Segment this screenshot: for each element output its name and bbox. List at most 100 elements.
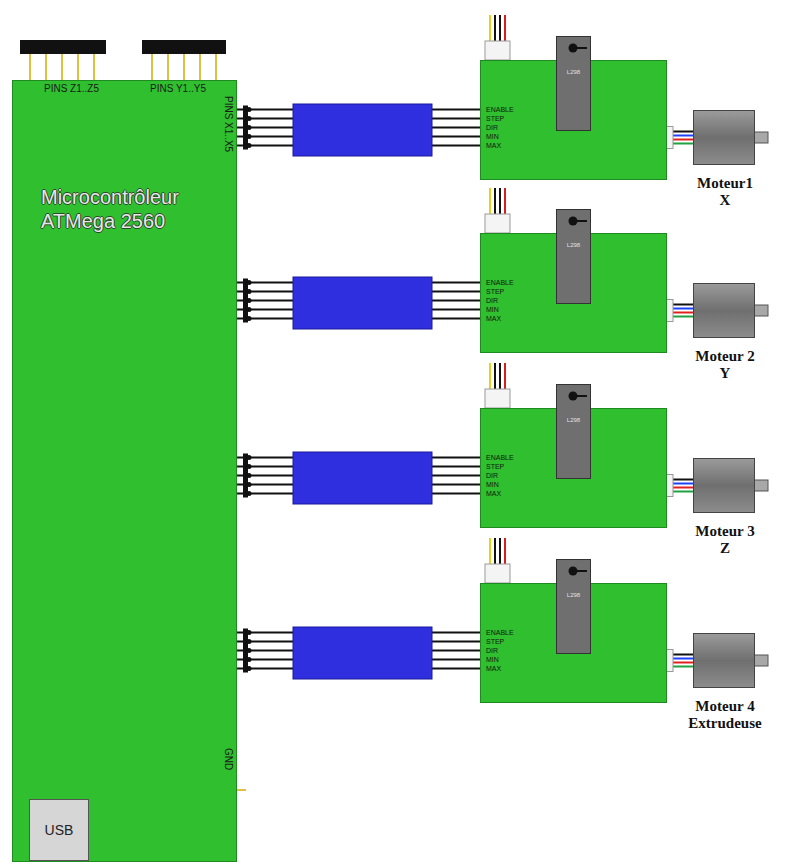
power-connector <box>485 389 510 408</box>
motor-label: Moteur 2 Y <box>692 348 758 382</box>
pin-text: ENABLE <box>486 278 666 287</box>
pin-text: MIN <box>486 480 666 489</box>
wire-dot <box>247 289 252 294</box>
wire <box>494 538 496 565</box>
chip-text: L298 <box>557 242 590 249</box>
motor-wire <box>672 662 693 664</box>
wire-dot <box>247 455 252 460</box>
motor-wire <box>672 304 693 306</box>
wire <box>494 188 496 215</box>
pin <box>77 54 79 80</box>
pin-text: STEP <box>486 637 666 646</box>
wire-dot <box>247 482 252 487</box>
pin-text: DIR <box>486 123 666 132</box>
pin-text: MIN <box>486 655 666 664</box>
motor-shaft <box>754 305 768 316</box>
wire-dot <box>247 307 252 312</box>
label-holder: PINS Z1..Z5 <box>44 83 99 95</box>
gnd-pin <box>237 789 246 791</box>
heatsink-hole <box>557 385 590 405</box>
wire <box>489 538 491 565</box>
pin <box>29 54 31 80</box>
heatsink-hole <box>569 392 578 401</box>
wire-dot <box>247 107 252 112</box>
pin-text: DIR <box>486 646 666 655</box>
wire-dot <box>247 134 252 139</box>
power-cable <box>485 538 510 583</box>
cable-block <box>293 277 432 329</box>
wire <box>489 363 491 390</box>
pin-header <box>142 40 226 54</box>
chip-text: L298 <box>557 69 590 76</box>
usb-port: USB <box>29 799 89 861</box>
motor-wire <box>672 316 693 318</box>
wire-dot <box>247 143 252 148</box>
motor-wire <box>672 308 693 310</box>
wire <box>504 188 506 215</box>
motor-wire <box>672 479 693 481</box>
pin-row-label: PINS X1..X5 <box>222 96 234 152</box>
pin <box>93 54 95 80</box>
pin-header <box>20 40 106 54</box>
pin-label: GND <box>222 748 234 770</box>
motor-wire <box>672 143 693 145</box>
power-cable <box>485 15 510 60</box>
motor-wire <box>672 658 693 660</box>
header-pins <box>152 54 216 80</box>
wire-dot <box>247 666 252 671</box>
wire <box>489 188 491 215</box>
wire-dot <box>247 464 252 469</box>
pin <box>151 54 153 80</box>
heatsink-hole <box>569 217 578 226</box>
pin-text: MIN <box>486 132 666 141</box>
pin-text: ENABLE <box>486 628 666 637</box>
label-holder: PINS Y1..Y5 <box>150 83 206 95</box>
wire-dot <box>247 648 252 653</box>
chip-text: L298 <box>557 592 590 599</box>
wire-dot <box>247 473 252 478</box>
heatsink-hole <box>557 210 590 230</box>
pin-text: MAX <box>486 314 666 323</box>
driver-chip: L298 <box>556 559 591 654</box>
pin-text: MAX <box>486 664 666 673</box>
motor-shaft <box>754 655 768 666</box>
power-connector <box>485 41 510 60</box>
pin-text: STEP <box>486 287 666 296</box>
power-cable <box>485 188 510 233</box>
pin-text: ENABLE <box>486 105 666 114</box>
driver-chip: L298 <box>556 36 591 131</box>
power-connector <box>485 214 510 233</box>
pin-text: DIR <box>486 296 666 305</box>
pin-text: ENABLE <box>486 453 666 462</box>
motor-wire <box>672 135 693 137</box>
wire-dot <box>247 491 252 496</box>
cable-block <box>293 452 432 504</box>
wire <box>504 15 506 42</box>
motor-shaft <box>754 480 768 491</box>
pin-text: MIN <box>486 305 666 314</box>
driver-chip: L298 <box>556 209 591 304</box>
heatsink-hole <box>569 44 578 53</box>
motor-shaft <box>754 132 768 143</box>
driver-board: ENABLESTEPDIRMINMAX L298 <box>480 583 667 703</box>
motor-label: Moteur1 X <box>692 175 758 209</box>
wire-dot <box>247 630 252 635</box>
stepper-motor: Moteur 3 Z <box>693 458 755 513</box>
pin-text: STEP <box>486 114 666 123</box>
usb-text: USB <box>45 822 74 838</box>
heatsink-hole <box>569 567 578 576</box>
motor-wire <box>672 312 693 314</box>
wire-dot <box>247 125 252 130</box>
wire <box>504 538 506 565</box>
stepper-motor: Moteur 2 Y <box>693 283 755 338</box>
motor-wire <box>672 487 693 489</box>
wire <box>499 538 501 565</box>
wire <box>489 15 491 42</box>
motor-wire <box>672 654 693 656</box>
microcontroller-board: Microcontrôleur ATMega 2560USB <box>12 80 237 862</box>
pin-text: STEP <box>486 462 666 471</box>
pin-text: MAX <box>486 141 666 150</box>
stepper-motor: Moteur 4 Extrudeuse <box>693 633 755 688</box>
